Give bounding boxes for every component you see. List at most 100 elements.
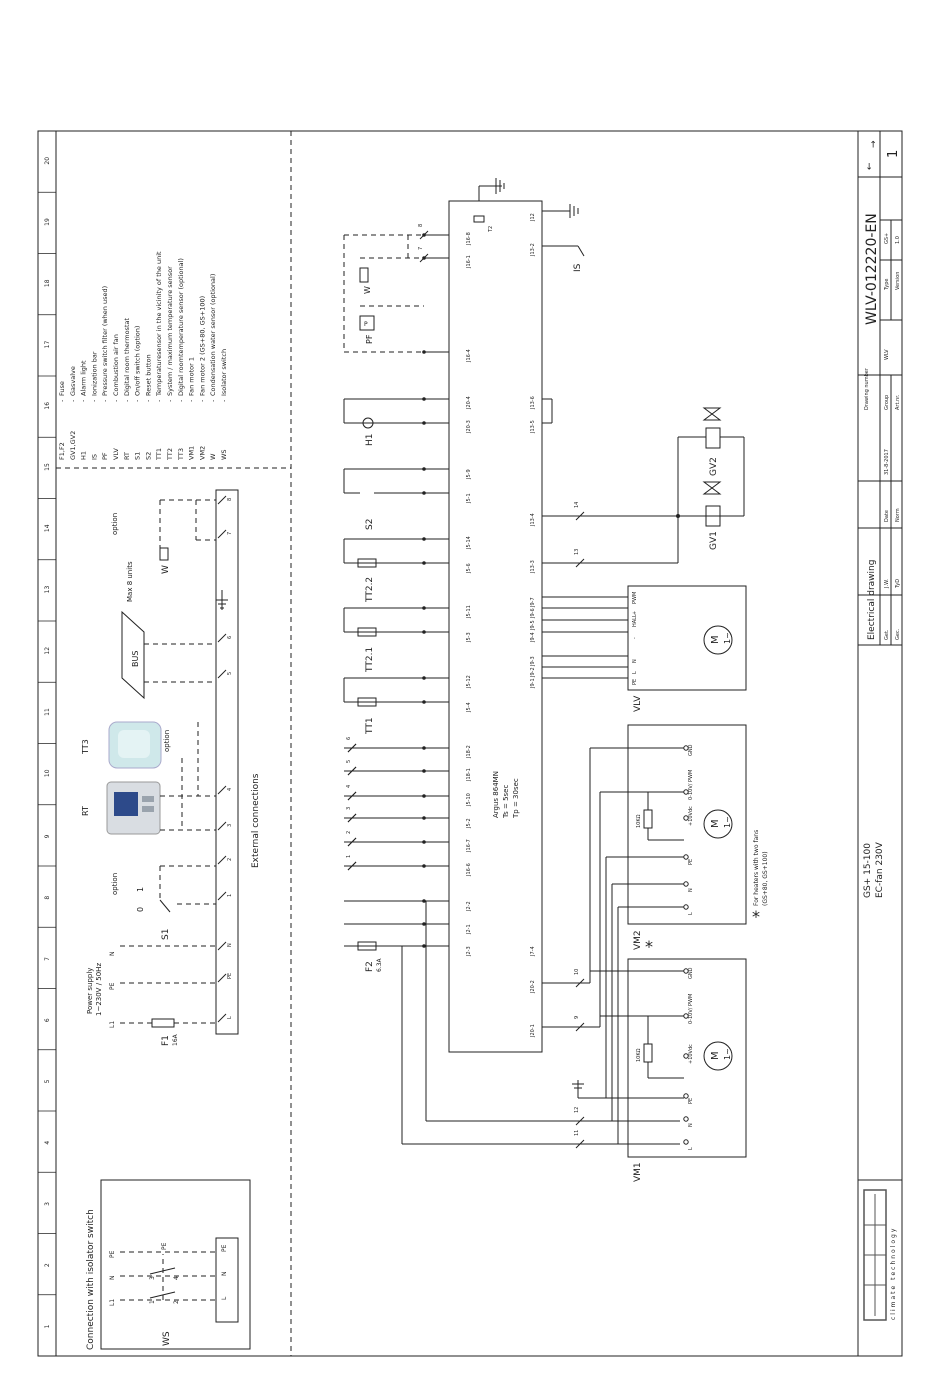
external-terminal-label: 4 [227,788,233,791]
controller-right-pin: J13-5 [530,420,536,434]
power-supply-label: Power supply [86,968,94,1014]
legend-desc: Isolator switch [220,349,228,396]
label-group: Group [884,395,890,410]
w-label: W [363,286,372,294]
vm1-pin [683,1116,689,1122]
wire-number: 5 [346,760,352,763]
controller-left-pin: J5-1 [466,493,472,504]
tt2-2-label: TT2.2 [365,577,375,603]
vm2-asterisk-note: * [752,907,760,926]
legend-code: TT1 [155,448,163,461]
vlv-pin-label: + [632,611,638,615]
legend-code: VM1 [188,446,196,460]
controller-right-pin: J13-3 [530,560,536,574]
wire-mark [575,1116,585,1126]
drawing-title: Electrical drawing [867,560,877,640]
legend-dash: - [112,399,120,402]
terminal-screw [217,633,227,643]
arrow-right: → [869,140,879,148]
vm1-pin-label: +10Vdc [688,1044,694,1064]
vm2-pin [683,854,689,860]
legend-desc: Combustion air fan [112,334,120,396]
label-version: Version [895,272,901,290]
external-terminal-label: 3 [227,824,233,827]
external-terminal-strip [215,489,239,1035]
room-thermostat-image [106,781,161,835]
legend-code: RT [123,452,131,460]
wire-mark [347,743,357,753]
controller-right-pin: J13-2 [530,243,536,257]
vlv-pin-label: N [632,659,638,663]
legend-desc: Digital roomtemperature sensor (optional… [177,258,185,396]
wire-mark [575,1022,585,1032]
tt2-1-sensor [357,627,377,637]
gv1-label: GV1 [709,531,719,550]
external-terminal-label: L [227,1016,233,1019]
isolator-label-pe2: PE [161,1242,168,1250]
value-version: 1.0 [895,236,901,244]
controller-left-pin: J20-4 [466,396,472,410]
controller-left-pin: J5-11 [466,605,472,619]
vm2-pin-label: N [688,888,694,892]
value-date: 31-8-2017 [884,449,890,475]
controller-left-pin: J5-9 [466,469,472,480]
room-sensor-image [108,721,162,769]
bus-shape [121,610,145,700]
wire-mark [419,230,429,240]
vm1-label: VM1 [633,1162,643,1182]
vm1-pin-label: L [688,1147,694,1150]
vm2-label: VM2 [633,930,643,950]
wire-mark [419,253,429,263]
external-terminal-label: N [227,943,233,947]
isolator-label-pe: PE [109,1250,116,1258]
wire-number: 4 [346,785,352,788]
legend-code: S2 [144,452,152,460]
legend-desc: Condensation water sensor (optional) [209,274,217,396]
isolator-term-n: N [221,1272,228,1277]
fan-wires [542,747,684,1144]
vm1-pin [683,1013,689,1019]
legend-dash: - [144,399,152,402]
terminal-screw [217,973,227,983]
sheet-number: 1 [886,150,901,158]
column-number: 19 [44,218,51,226]
wire-number: 12 [574,1107,580,1113]
vm1-pin [683,1093,689,1099]
terminal-screw [217,669,227,679]
legend-dash: - [188,399,196,402]
legend-code: W [209,453,217,460]
controller-left-pin: J18-2 [466,745,472,759]
legend-desc: System / maximum temperature sensor [166,266,174,396]
vm2-asterisk: * [645,937,653,956]
column-number: 18 [44,279,51,287]
wire-mark [347,813,357,823]
vlv-pin-label: PWM [632,592,638,604]
legend-code: TT2 [166,448,174,461]
terminal-screw [217,855,227,865]
vm1-pin [683,1053,689,1059]
isolator-label-n: N [109,1276,116,1281]
label-date: Date [884,510,890,522]
legend-dash: - [198,399,206,402]
controller-left-pin: J16-1 [466,255,472,269]
fuse-f2-rating: 6.3A [376,957,383,972]
wire-number: 7 [418,247,424,250]
controller-right-pin: J9-4 [530,632,536,643]
external-terminal-label: 1 [227,894,233,897]
controller-right-pin: J9-3 [530,656,536,667]
legend-dash: - [123,399,131,402]
pf-box [359,315,375,331]
vm2-pin-label: +10Vdc [688,806,694,826]
wire-mark [347,837,357,847]
isolator-ws: WS [162,1331,172,1346]
legend-code: WS [220,449,228,460]
legend-desc: Gasvalve [69,366,77,396]
legend-dash: - [209,399,217,402]
controller-left-pin: J2-2 [466,901,472,912]
switch-s1-pos1: 1 [136,887,145,892]
max-units-label: Max 8 units [126,561,134,602]
